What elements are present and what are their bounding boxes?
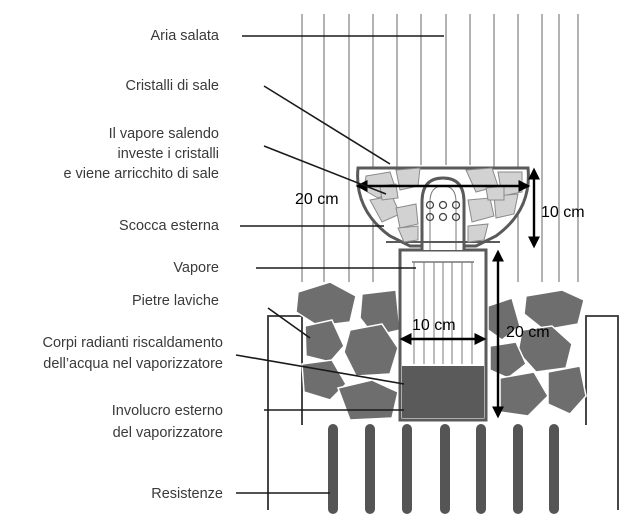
label-vapore-line1: Il vapore salendo — [109, 126, 219, 142]
label-involucro-line1: Involucro esterno — [112, 403, 223, 419]
dimension-markers — [355, 167, 540, 419]
label-scocca: Scocca esterna — [119, 218, 220, 234]
label-corpi-line1: Corpi radianti riscaldamento — [42, 335, 223, 351]
dim-bowl-height: 10 cm — [541, 204, 585, 221]
heating-resistors — [328, 424, 559, 514]
vapor-neck — [420, 176, 466, 250]
label-involucro-line2: del vaporizzatore — [113, 425, 223, 441]
label-aria-salata: Aria salata — [150, 28, 219, 44]
vaporizer-housing — [398, 248, 488, 422]
dimension-labels: 20 cm 10 cm 10 cm 20 cm — [295, 191, 585, 341]
labels: Aria salata Cristalli di sale Il vapore … — [42, 28, 223, 502]
label-pietre: Pietre laviche — [132, 293, 219, 309]
label-vapore: Vapore — [173, 260, 219, 276]
label-vapore-line3: e viene arricchito di sale — [63, 166, 219, 182]
leader-lines — [235, 35, 444, 494]
dim-bowl-width: 20 cm — [295, 191, 339, 208]
label-vapore-line2: investe i cristalli — [117, 146, 219, 162]
label-cristalli: Cristalli di sale — [126, 78, 219, 94]
dim-vaporizer-width: 10 cm — [412, 317, 456, 334]
label-corpi-line2: dell’acqua nel vaporizzatore — [43, 356, 223, 372]
lava-stones — [295, 281, 587, 421]
label-resistenze: Resistenze — [151, 486, 223, 502]
dim-vaporizer-height: 20 cm — [506, 324, 550, 341]
salt-air-streams — [301, 14, 579, 282]
